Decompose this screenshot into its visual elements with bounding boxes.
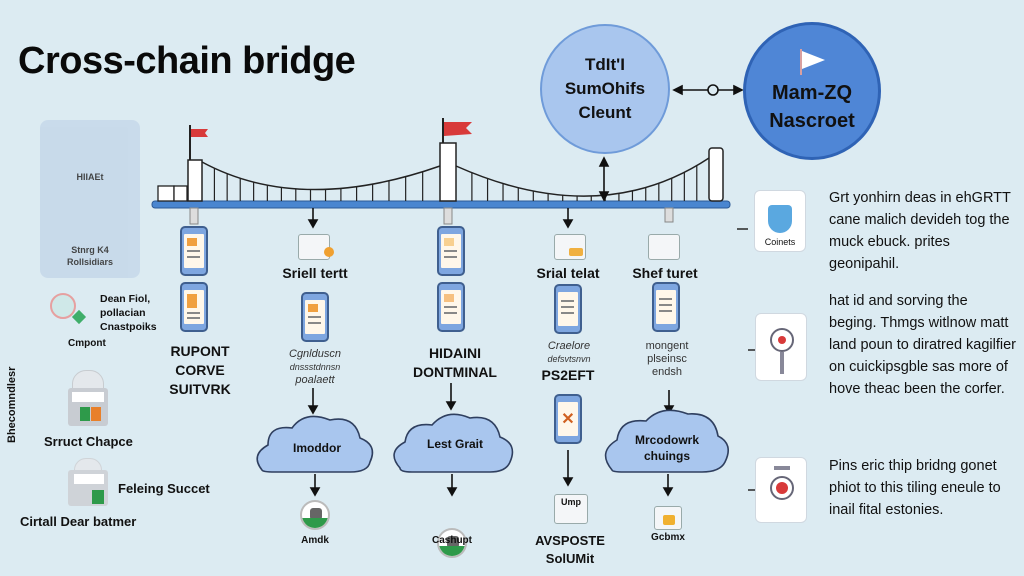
flag-icon bbox=[800, 49, 825, 75]
cloud-node[interactable]: Lest Grait bbox=[390, 404, 520, 474]
col4-top-label: Srial telat bbox=[536, 265, 600, 281]
caption-line: Rollsidiars bbox=[66, 257, 113, 267]
page-title: Cross-chain bridge bbox=[18, 40, 356, 82]
item1-line: Cnastpoiks bbox=[100, 321, 157, 333]
phone-icon bbox=[180, 226, 208, 276]
bridge-tower-left bbox=[187, 159, 203, 202]
col2-top-label: Sriell tertt bbox=[282, 265, 348, 281]
node-label-line: SumOhifs bbox=[564, 79, 646, 98]
avatar-label: Cashupt bbox=[432, 535, 472, 546]
faint-line: Cgnlduscn bbox=[289, 348, 341, 360]
faint-line: poalaett bbox=[295, 374, 335, 386]
col4-bottom-line: AVSPOSTE bbox=[535, 533, 605, 548]
cloud-shape bbox=[393, 413, 514, 473]
item3-side-label: Feleing Succet bbox=[118, 481, 210, 496]
phone-icon bbox=[180, 282, 208, 332]
message-icon bbox=[298, 234, 334, 260]
cloud-node[interactable]: Imoddor bbox=[252, 408, 382, 478]
shield-icon: Coinets bbox=[754, 190, 806, 252]
col1-label: RUPONT CORVE SUITVRK bbox=[160, 342, 240, 399]
cloud-label-line: Mrcodowrk bbox=[634, 433, 699, 447]
bucket-icon bbox=[66, 370, 110, 426]
flag-icon bbox=[191, 129, 208, 137]
phone-icon: ✕ bbox=[554, 394, 582, 444]
col2-faint-text: Cgnlduscn dnssstdnnsn poalaett bbox=[280, 348, 350, 387]
item1-line: pollacian bbox=[100, 307, 146, 319]
col4-label: PS2EFT bbox=[541, 367, 595, 383]
document-icon bbox=[648, 234, 680, 260]
node-label-line: TdIt'I bbox=[585, 55, 625, 74]
bridge-cable bbox=[455, 157, 710, 197]
cloud-shape bbox=[604, 409, 730, 473]
right-description: hat id and sorving the beging. Thmgs wit… bbox=[829, 293, 1017, 397]
shield-icon-label: Coinets bbox=[764, 237, 796, 247]
ghost-card: HIIAEt Stnrg K4 Rollsidiars bbox=[40, 120, 140, 278]
bridge-deck bbox=[151, 200, 731, 209]
phone-icon bbox=[437, 282, 465, 332]
item3-caption: Cirtall Dear batmer bbox=[20, 514, 137, 529]
item1-text: Dean Fiol, pollacian Cnastpoiks bbox=[100, 292, 157, 334]
valve-icon bbox=[755, 457, 807, 523]
faint-line: defsvtsnvn bbox=[547, 354, 591, 364]
item1-caption: Cmpont bbox=[68, 338, 106, 349]
avatar bbox=[437, 528, 467, 558]
col3-label: HIDAINI DONTMINAL bbox=[400, 344, 510, 382]
update-badge: Ump bbox=[554, 494, 588, 524]
col1-label-line: CORVE bbox=[175, 362, 225, 378]
vertical-label: Bhecomndlesr bbox=[6, 366, 18, 444]
col5-top-label: Shef turet bbox=[632, 265, 698, 281]
network-tree-icon bbox=[755, 313, 807, 381]
faint-line: endsh bbox=[652, 366, 682, 378]
item1-line: Dean Fiol, bbox=[100, 293, 151, 305]
ghost-card-label: HIIAEt bbox=[76, 172, 104, 182]
col4-bottom-line: SolUMit bbox=[545, 551, 595, 566]
faint-line: plseinsc bbox=[647, 353, 687, 365]
cloud-label: Lest Grait bbox=[426, 437, 483, 451]
flag-icon bbox=[444, 122, 472, 136]
ghost-card-caption: Stnrg K4 Rollsidiars bbox=[67, 244, 113, 268]
node-label-line: Nascroet bbox=[769, 110, 855, 132]
bridge-tower-right bbox=[708, 147, 724, 202]
cloud-node[interactable]: Mrcodowrk chuings bbox=[602, 408, 732, 478]
right-description: Pins eric thip bridng gonet phiot to thi… bbox=[829, 458, 1001, 518]
bridge-cable bbox=[201, 161, 441, 191]
col5-faint-text: mongent plseinsc endsh bbox=[632, 340, 702, 379]
destination-chain-node[interactable]: Mam-ZQ Nascroet bbox=[743, 22, 881, 160]
cloud-label: Mrcodowrk chuings bbox=[602, 408, 732, 478]
avatar bbox=[300, 500, 330, 530]
bridge-abutment bbox=[157, 185, 175, 202]
phone-icon bbox=[554, 284, 582, 334]
magnifier-icon bbox=[50, 293, 76, 319]
cloud-label-line: chuings bbox=[643, 449, 690, 463]
caption-line: Stnrg K4 bbox=[71, 245, 109, 255]
node-label-line: Mam-ZQ bbox=[772, 82, 852, 104]
node-label-line: Cleunt bbox=[578, 103, 632, 122]
col4-faint-text: Craelore defsvtsnvn bbox=[536, 340, 602, 366]
lock-icon bbox=[654, 506, 682, 530]
bucket-icon bbox=[66, 458, 110, 508]
faint-line: Craelore bbox=[547, 340, 591, 352]
bridge-tower-center bbox=[439, 142, 457, 202]
faint-line: dnssstdnnsn bbox=[289, 362, 341, 372]
col1-label-line: SUITVRK bbox=[169, 381, 231, 397]
cloud-label: Imoddor bbox=[293, 441, 341, 455]
col4-bottom-label: AVSPOSTE SolUMit bbox=[525, 532, 615, 568]
cloud-shape bbox=[256, 415, 374, 473]
phone-icon bbox=[301, 292, 329, 342]
col1-label-line: RUPONT bbox=[170, 343, 230, 359]
phone-icon bbox=[437, 226, 465, 276]
lock-label: Gcbmx bbox=[651, 532, 685, 543]
item2-caption: Srruct Chapce bbox=[44, 434, 133, 449]
message-icon bbox=[554, 234, 586, 260]
avatar-label: Amdk bbox=[301, 535, 329, 546]
phone-icon bbox=[652, 282, 680, 332]
faint-line: mongent bbox=[645, 340, 689, 352]
col3-label-line: HIDAINI bbox=[428, 345, 482, 361]
col3-label-line: DONTMINAL bbox=[413, 364, 497, 380]
right-description: Grt yonhirn deas in ehGRTT cane malich d… bbox=[829, 190, 1011, 272]
source-chain-node[interactable]: TdIt'I SumOhifs Cleunt bbox=[540, 24, 670, 154]
